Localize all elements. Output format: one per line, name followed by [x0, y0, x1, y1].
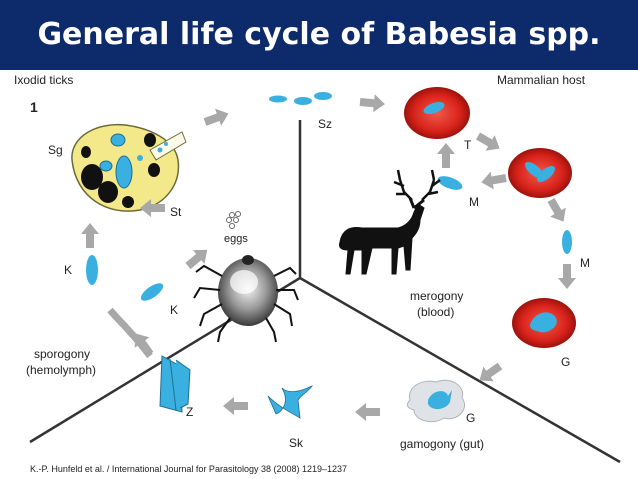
- babesia-life-cycle-diagram: Ixodid ticks 1 Mammalian host Sg St: [14, 73, 621, 474]
- red-blood-cell-division: [508, 148, 572, 198]
- slide-title: General life cycle of Babesia spp.: [37, 17, 601, 52]
- eggs-label: eggs: [224, 233, 248, 245]
- deer-silhouette: [339, 169, 441, 275]
- merozoite-released: [437, 176, 463, 190]
- arrow-m-to-rbc: [437, 143, 455, 168]
- arrow-sg-to-sz: [201, 104, 232, 131]
- red-blood-cell-gametocyte: [512, 298, 576, 348]
- arrow-k-to-k: [81, 223, 99, 248]
- m-upper-label: M: [469, 195, 479, 209]
- m-lower-label: M: [580, 256, 590, 270]
- sporogony-label: sporogony: [34, 347, 90, 361]
- citation: K.-P. Hunfeld et al. / International Jou…: [30, 464, 347, 474]
- merozoite-free: [562, 230, 572, 254]
- figure-number: 1: [30, 99, 38, 115]
- tick-image: [193, 255, 299, 343]
- g-rbc-label: G: [561, 355, 570, 369]
- arrow-gut-to-sk: [355, 403, 380, 421]
- salivary-gland: [71, 123, 187, 212]
- gamogony-label: gamogony (gut): [400, 437, 484, 451]
- title-bar: [0, 0, 638, 70]
- kinete-center: [140, 283, 164, 301]
- sk-label: Sk: [289, 436, 304, 450]
- gamete-in-gut: [406, 379, 466, 423]
- arrow-m-to-g: [558, 264, 576, 289]
- eggs: [226, 211, 241, 229]
- z-label: Z: [186, 405, 193, 419]
- k-center-label: K: [170, 303, 178, 317]
- g-gut-label: G: [466, 411, 475, 425]
- arrow-rbc-to-rbc: [473, 128, 505, 157]
- vector-section-label: Ixodid ticks: [14, 73, 73, 87]
- arrow-sk-to-z: [223, 397, 248, 415]
- red-blood-cell-invasion: [404, 87, 470, 139]
- arrow-sz-to-rbc: [359, 93, 386, 114]
- host-section-label: Mammalian host: [497, 73, 586, 87]
- divider-right: [299, 276, 621, 464]
- merogony-label: merogony: [410, 289, 463, 303]
- t-label: T: [464, 138, 472, 152]
- arrow-g-to-gut: [474, 358, 506, 388]
- sz-label: Sz: [318, 117, 332, 131]
- sporozoites: [269, 92, 332, 105]
- sk-stage: [267, 385, 313, 419]
- sporogony-sub-label: (hemolymph): [26, 363, 96, 377]
- fork-branch: [107, 307, 153, 359]
- merogony-sub-label: (blood): [417, 305, 454, 319]
- z-stage: [159, 355, 191, 413]
- sg-label: Sg: [48, 143, 63, 157]
- st-label: St: [170, 205, 182, 219]
- k-left-label: K: [64, 263, 72, 277]
- arrow-rbc-to-m-right: [543, 195, 572, 227]
- arrow-rbc-to-m-left: [479, 169, 508, 192]
- kinete-left: [86, 255, 98, 285]
